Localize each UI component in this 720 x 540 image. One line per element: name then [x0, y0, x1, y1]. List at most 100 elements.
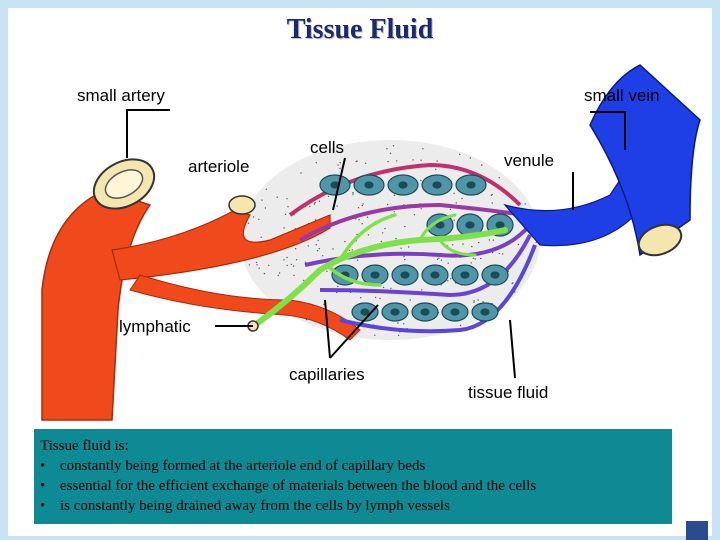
stipple-dot	[384, 227, 386, 230]
stipple-dot	[462, 243, 464, 245]
stipple-dot	[268, 264, 270, 266]
stipple-dot	[481, 164, 483, 166]
cell-nucleus	[490, 271, 500, 279]
stipple-dot	[265, 188, 268, 190]
info-bullet: •is constantly being drained away from t…	[40, 496, 666, 516]
stipple-dot	[387, 160, 389, 163]
lymph-vessels	[252, 213, 508, 328]
stipple-dot	[420, 208, 422, 210]
stipple-dot	[283, 227, 285, 229]
stipple-dot	[264, 207, 267, 209]
stipple-dot	[386, 203, 389, 206]
stipple-dot	[393, 211, 395, 213]
stipple-dot	[358, 219, 360, 221]
stipple-dot	[322, 255, 324, 257]
stipple-dot	[318, 248, 320, 250]
stipple-dot	[287, 206, 289, 208]
cell-nucleus	[400, 271, 410, 279]
stipple-dot	[420, 159, 422, 161]
stipple-dot	[252, 216, 255, 218]
stipple-dot	[392, 145, 395, 147]
stipple-dot	[408, 246, 410, 248]
stipple-dot	[409, 299, 411, 301]
stipple-dot	[278, 272, 281, 274]
stipple-dot	[382, 232, 384, 234]
stipple-dot	[382, 286, 385, 289]
stipple-dot	[491, 193, 493, 196]
stipple-dot	[393, 194, 396, 196]
info-heading: Tissue fluid is:	[40, 438, 129, 454]
cell-nucleus	[465, 221, 475, 229]
cell-nucleus	[432, 181, 442, 189]
stipple-dot	[351, 249, 353, 251]
stipple-dot	[286, 198, 288, 200]
stipple-dot	[404, 225, 406, 228]
stipple-dot	[277, 274, 279, 277]
stipple-dot	[436, 160, 438, 162]
stipple-dot	[261, 199, 263, 201]
stipple-dot	[379, 297, 381, 300]
stipple-dot	[290, 263, 292, 266]
stipple-dot	[512, 282, 514, 284]
stipple-dot	[284, 213, 287, 216]
stipple-dot	[459, 324, 462, 327]
label-venule: venule	[504, 151, 555, 170]
slide-nav-button[interactable]	[686, 521, 708, 540]
stipple-dot	[390, 287, 392, 290]
stipple-dot	[276, 196, 278, 198]
stipple-dot	[355, 160, 357, 163]
cell-nucleus	[360, 308, 370, 316]
stipple-dot	[295, 259, 298, 261]
stipple-dot	[449, 208, 452, 211]
stipple-dot	[344, 240, 346, 243]
stipple-dot	[455, 202, 457, 204]
stipple-dot	[403, 255, 405, 258]
stipple-dot	[473, 300, 475, 302]
stipple-dot	[332, 248, 334, 250]
stipple-dot	[374, 334, 376, 336]
page-title: Tissue Fluid	[286, 14, 434, 45]
tissue-cells	[319, 174, 514, 322]
stipple-dot	[477, 299, 479, 301]
stipple-dot	[386, 148, 388, 150]
arteriole-cross-section	[228, 195, 256, 215]
bullet-glyph: •	[40, 498, 46, 514]
arteriole	[111, 209, 331, 281]
stipple-dot	[389, 152, 392, 154]
stipple-dot	[316, 250, 319, 252]
stipple-dot	[256, 264, 258, 266]
stipple-dot	[260, 236, 262, 238]
label-tissue-fluid: tissue fluid	[468, 383, 549, 402]
cell-nucleus	[420, 308, 430, 316]
stipple-dot	[303, 279, 305, 282]
stipple-dot	[292, 265, 295, 267]
cell-nucleus	[398, 181, 408, 189]
small-artery	[41, 189, 152, 421]
bullet-glyph: •	[40, 458, 46, 474]
stipple-dot	[315, 162, 317, 164]
stipple-dot	[498, 252, 500, 255]
stipple-dot	[313, 203, 316, 205]
stipple-dot	[255, 261, 258, 264]
stipple-dot	[404, 258, 406, 261]
cell-nucleus	[495, 221, 505, 229]
info-bullet-text: constantly being formed at the arteriole…	[60, 458, 426, 474]
info-bullet: •essential for the efficient exchange of…	[40, 476, 666, 496]
stipple-dot	[367, 234, 370, 236]
stipple-dot	[469, 157, 472, 159]
stipple-dot	[472, 257, 474, 259]
stipple-dot	[471, 245, 473, 248]
stipple-dot	[258, 218, 260, 221]
stipple-dot	[380, 240, 382, 243]
stipple-dot	[318, 200, 321, 202]
vein-cross-section	[637, 223, 683, 257]
stipple-dot	[436, 258, 439, 260]
stipple-dot	[440, 259, 443, 261]
cell-nucleus	[390, 308, 400, 316]
stipple-dot	[366, 216, 369, 218]
stipple-dot	[357, 207, 360, 209]
stipple-dot	[420, 179, 422, 182]
cell-nucleus	[430, 271, 440, 279]
stipple-dot	[263, 272, 266, 275]
